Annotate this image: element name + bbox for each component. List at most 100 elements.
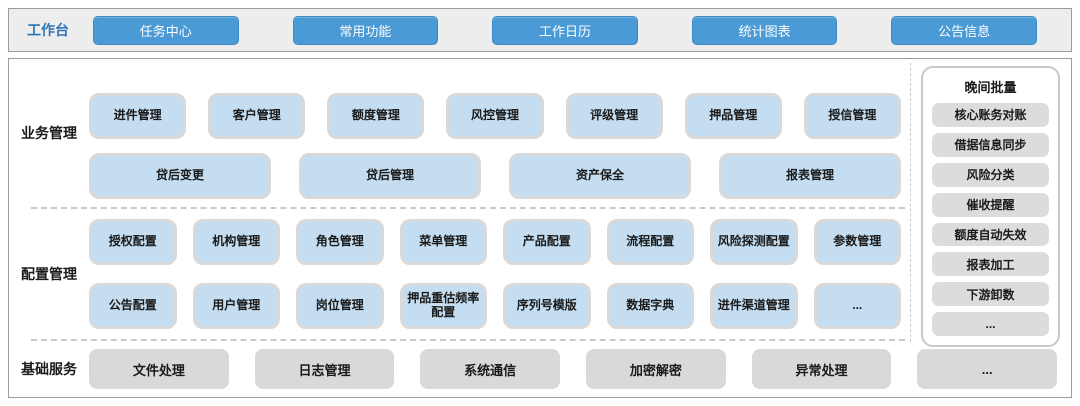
workbench-tab-button[interactable]: 工作日历 [492,15,638,45]
module-card[interactable]: 菜单管理 [399,219,487,265]
module-card-label: 进件渠道管理 [717,298,790,313]
module-card-label: 菜单管理 [419,234,468,249]
vertical-divider [910,63,911,342]
module-card[interactable]: 文件处理 [89,349,229,389]
section-config-rows: 授权配置 机构管理 角色管理 菜单管理 [89,209,907,339]
batch-job-label: 额度自动失效 [954,227,1027,242]
module-card-label: 用户管理 [212,298,261,313]
night-batch-panel: 晚间批量 核心账务对账 借据信息同步 风险分类 催收提醒 [921,66,1060,347]
module-card[interactable]: 参数管理 [813,219,901,265]
module-card[interactable]: ... [917,349,1058,389]
module-card[interactable]: 风险探测配置 [710,219,798,265]
module-card[interactable]: 授权配置 [89,219,177,265]
business-row-1: 进件管理 客户管理 额度管理 风控管理 [89,93,901,139]
batch-job-item[interactable]: ... [932,312,1049,336]
workbench-tab-button[interactable]: 任务中心 [93,15,239,45]
batch-job-item[interactable]: 额度自动失效 [932,222,1049,247]
section-business-label: 业务管理 [21,125,77,141]
module-card[interactable]: 用户管理 [192,283,280,329]
config-row-1: 授权配置 机构管理 角色管理 菜单管理 [89,219,901,265]
batch-job-label: 核心账务对账 [954,108,1027,123]
module-card-label: 押品重估频率配置 [407,291,480,319]
module-card[interactable]: 流程配置 [606,219,694,265]
module-card[interactable]: 报表管理 [719,153,901,199]
workbench-tab-label: 常用功能 [339,23,392,39]
section-base: 基础服务 文件处理 日志管理 系统通信 加密解密 [9,341,1071,397]
module-card[interactable]: 系统通信 [420,349,561,389]
batch-job-item[interactable]: 风险分类 [932,162,1049,187]
module-card[interactable]: 客户管理 [208,93,306,139]
batch-job-item[interactable]: 借据信息同步 [932,132,1049,157]
module-card[interactable]: 岗位管理 [296,283,384,329]
module-card[interactable]: 贷后管理 [299,153,481,199]
module-card[interactable]: 序列号模版 [503,283,591,329]
module-card[interactable]: 数据字典 [606,283,694,329]
module-card[interactable]: 进件渠道管理 [710,283,798,329]
batch-job-label: 下游卸数 [966,287,1015,302]
batch-job-label: 借据信息同步 [954,138,1027,153]
night-batch-title: 晚间批量 [964,80,1017,95]
section-config: 配置管理 授权配置 机构管理 角色管理 [9,209,907,339]
module-card[interactable]: 贷后变更 [89,153,271,199]
batch-job-item[interactable]: 核心账务对账 [932,103,1049,127]
module-card-label: 数据字典 [626,298,675,313]
module-card-label: 额度管理 [351,108,400,123]
module-card-label: 公告配置 [108,298,157,313]
module-card-label: 客户管理 [232,108,281,123]
module-card-label: 贷后管理 [365,168,414,183]
module-card[interactable]: 评级管理 [565,93,663,139]
workbench-tab-label: 统计图表 [738,23,791,39]
module-card-label: 岗位管理 [315,298,364,313]
module-card[interactable]: 额度管理 [327,93,425,139]
section-config-label: 配置管理 [21,266,77,282]
module-card-label: 产品配置 [522,234,571,249]
module-card[interactable]: 资产保全 [509,153,691,199]
batch-job-item[interactable]: 催收提醒 [932,192,1049,217]
module-card[interactable]: 异常处理 [751,349,892,389]
business-row-2: 贷后变更 贷后管理 资产保全 报表管理 [89,153,901,199]
section-business-rows: 进件管理 客户管理 额度管理 风控管理 [89,59,907,207]
module-card-label: 授信管理 [828,108,877,123]
workbench-bar: 工作台 任务中心 常用功能 工作日历 统计图表 公告信息 [8,8,1072,52]
section-base-label: 基础服务 [21,361,77,377]
workbench-tab-button[interactable]: 统计图表 [691,15,838,45]
module-card-label: 贷后变更 [155,168,204,183]
module-card-label: 异常处理 [795,362,848,378]
module-card[interactable]: 进件管理 [89,93,187,139]
module-card-label: 加密解密 [629,362,682,378]
config-row-2: 公告配置 用户管理 岗位管理 押品重估频率配置 [89,283,901,329]
module-card[interactable]: 押品管理 [684,93,782,139]
workbench-label: 工作台 [27,22,69,38]
module-card[interactable]: 公告配置 [89,283,177,329]
workbench-tab-button[interactable]: 公告信息 [891,15,1037,45]
module-card[interactable]: 机构管理 [192,219,280,265]
batch-job-item[interactable]: 报表加工 [932,252,1049,277]
module-card[interactable]: 产品配置 [503,219,591,265]
module-card-label: 参数管理 [833,234,882,249]
module-card-label: 押品管理 [709,108,758,123]
workbench-tab-button[interactable]: 常用功能 [292,15,439,45]
batch-job-label: 报表加工 [966,257,1015,272]
module-card-label: 文件处理 [132,362,185,378]
module-card-label: 风险探测配置 [717,234,790,249]
module-card-label: 资产保全 [575,168,624,183]
batch-job-label: ... [985,317,996,332]
module-card-label: 流程配置 [626,234,675,249]
module-card-label: 系统通信 [464,362,517,378]
module-card-label: 风控管理 [470,108,519,123]
module-card[interactable]: 角色管理 [296,219,384,265]
module-card-label: 进件管理 [113,108,162,123]
batch-job-label: 催收提醒 [966,198,1015,213]
module-card[interactable]: 押品重估频率配置 [399,283,487,329]
module-card[interactable]: 日志管理 [254,349,395,389]
module-card-label: 角色管理 [315,234,364,249]
module-card[interactable]: 授信管理 [803,93,901,139]
module-card[interactable]: ... [813,283,901,329]
module-card-label: 报表管理 [785,168,834,183]
batch-job-item[interactable]: 下游卸数 [932,282,1049,307]
night-batch-list: 核心账务对账 借据信息同步 风险分类 催收提醒 额度自动失效 [932,103,1049,336]
base-row-items: 文件处理 日志管理 系统通信 加密解密 异常处理 [89,349,1058,389]
module-card[interactable]: 加密解密 [586,349,726,389]
module-card[interactable]: 风控管理 [446,93,544,139]
section-divider [31,207,905,209]
